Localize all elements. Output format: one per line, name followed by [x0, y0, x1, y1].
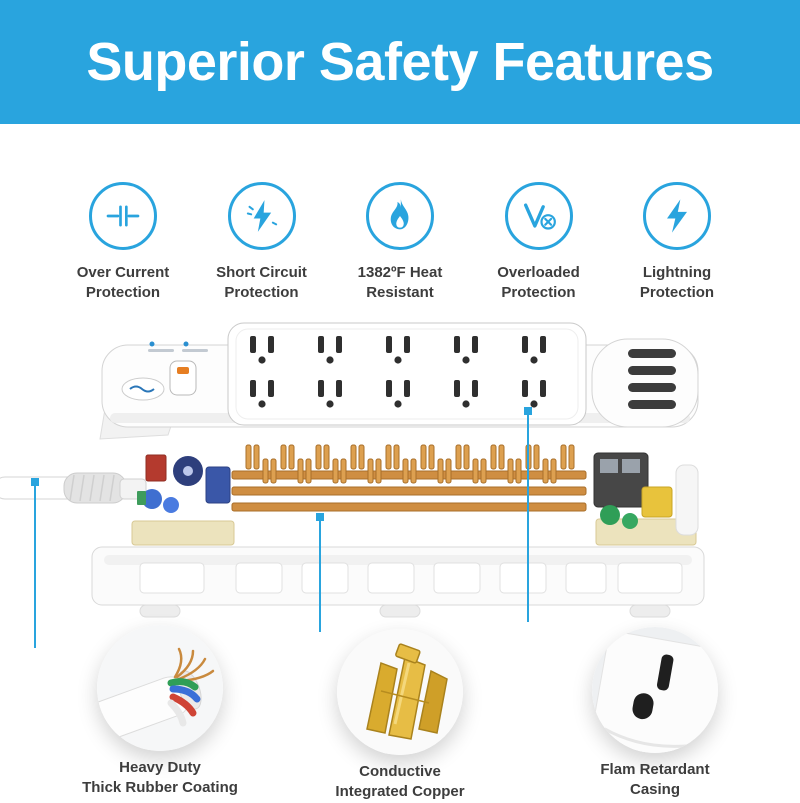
feature-over-current: Over Current Protection [56, 182, 190, 302]
callout-label-line2: Casing [629, 781, 680, 799]
copper-busbars [231, 444, 587, 512]
feature-row: Over Current Protection Short Circuit Pr… [0, 182, 800, 302]
top-shell [99, 322, 699, 440]
page-title: Superior Safety Features [86, 32, 714, 92]
indicator-icon [183, 341, 189, 347]
short-circuit-icon [227, 182, 296, 250]
callout-line-rubber [34, 486, 36, 648]
feature-label-line1: Short Circuit [216, 264, 307, 281]
feature-label-line1: 1382ºF Heat [357, 264, 443, 281]
overloaded-icon [504, 182, 573, 250]
power-switch [169, 360, 197, 396]
lightning-icon [643, 182, 711, 250]
integrated-copper-label: Conductive Integrated Copper [280, 762, 520, 803]
callout-marker-rubber [31, 478, 39, 486]
feature-label-line2: Protection [85, 283, 161, 301]
callout-marker-copper [316, 513, 324, 521]
pcb-right [593, 452, 699, 546]
retardant-casing-label: Flam Retardant Casing [535, 760, 775, 801]
rubber-coating-label: Heavy Duty Thick Rubber Coating [40, 758, 280, 799]
feature-overloaded: Overloaded Protection [472, 182, 606, 302]
feature-heat-resistant: 1382ºF Heat Resistant [333, 182, 467, 302]
callout-label-line1: Conductive [359, 763, 441, 780]
integrated-copper-photo [337, 629, 463, 755]
power-cord [0, 472, 147, 504]
feature-label-line2: Protection [224, 283, 299, 301]
retardant-casing-photo [592, 627, 718, 753]
feature-label: Lightning Protection [640, 263, 714, 302]
over-current-icon [89, 182, 157, 250]
pcb-left [131, 454, 235, 546]
feature-label-line2: Protection [501, 283, 576, 301]
feature-lightning: Lightning Protection [610, 182, 744, 302]
callout-label-line2: Integrated Copper [335, 783, 465, 801]
usb-ports [628, 349, 676, 409]
feature-label-line2: Resistant [366, 283, 434, 301]
callout-label-line1: Heavy Duty [119, 759, 201, 776]
feature-label-line2: Protection [639, 283, 715, 301]
base-tray [91, 546, 705, 618]
callout-label-line1: Flam Retardant [600, 761, 710, 778]
heat-resistant-icon [366, 182, 434, 250]
callout-line-copper [319, 521, 321, 632]
feature-short-circuit: Short Circuit Protection [195, 182, 329, 302]
feature-label-line1: Lightning [642, 264, 712, 281]
feature-label: Over Current Protection [77, 263, 170, 302]
title-banner: Superior Safety Features [0, 0, 800, 124]
feet [139, 604, 671, 618]
outlet-panel [227, 322, 587, 426]
callout-marker-casing [524, 407, 532, 415]
feature-label-line1: Overloaded [497, 264, 580, 281]
power-strip-illustration [0, 322, 705, 618]
inner-wires [167, 678, 201, 727]
callout-line-casing [527, 415, 529, 622]
brand-logo [121, 377, 165, 401]
rubber-coating-photo [97, 625, 223, 751]
feature-label: Overloaded Protection [497, 263, 580, 302]
feature-label: 1382ºF Heat Resistant [358, 263, 443, 302]
indicator-icon [149, 341, 155, 347]
feature-label: Short Circuit Protection [216, 263, 307, 302]
callout-label-line2: Thick Rubber Coating [82, 779, 238, 797]
feature-label-line1: Over Current [76, 264, 170, 281]
